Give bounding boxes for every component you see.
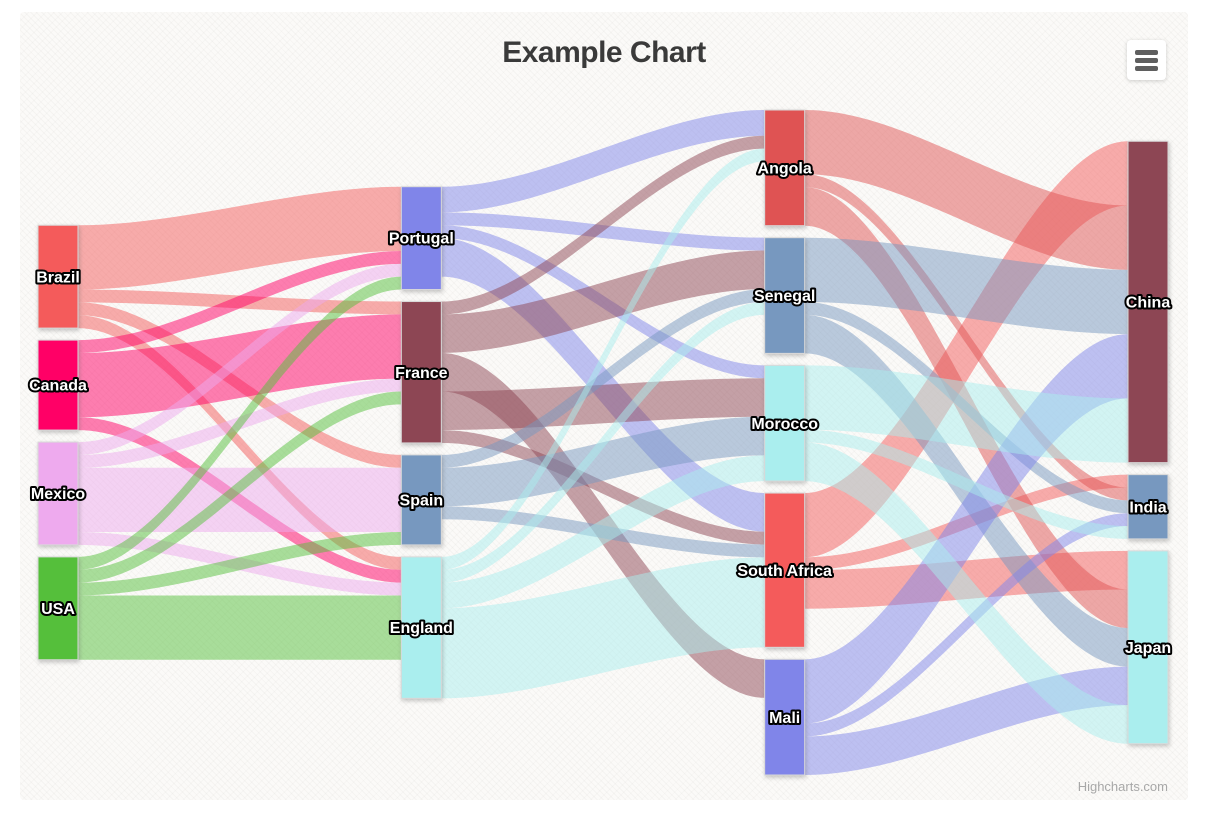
node-label-usa: USA [41,601,75,618]
node-canada[interactable] [37,339,79,431]
node-label-spain: Spain [400,493,444,510]
link-spain-senegal[interactable] [441,289,765,468]
node-portugal[interactable] [400,186,442,291]
sankey-nodes [37,109,1169,776]
node-mali[interactable] [764,658,806,776]
link-mali-india[interactable] [804,513,1128,737]
link-england-morocco[interactable] [441,455,765,609]
node-spain[interactable] [400,454,442,546]
link-england-senegal[interactable] [441,301,765,583]
link-brazil-portugal[interactable] [78,186,402,290]
node-angola[interactable] [764,109,806,227]
link-morocco-india[interactable] [804,429,1128,539]
hamburger-icon [1135,49,1158,71]
node-senegal[interactable] [764,237,806,354]
node-label-angola: Angola [758,160,812,177]
node-south-africa[interactable] [764,492,806,648]
link-morocco-china[interactable] [804,365,1128,463]
node-label-england: England [390,620,453,637]
node-label-morocco: Morocco [751,416,818,433]
node-label-india: India [1129,499,1166,516]
link-france-south-africa[interactable] [441,430,765,545]
node-label-south-africa: South Africa [737,563,832,580]
node-label-france: France [395,365,448,382]
link-france-morocco[interactable] [441,378,765,431]
node-label-brazil: Brazil [36,269,80,286]
node-label-mali: Mali [769,710,800,727]
link-usa-france[interactable] [78,391,402,583]
chart-title: Example Chart [502,36,706,69]
link-spain-morocco[interactable] [441,416,765,507]
link-angola-china[interactable] [804,110,1128,270]
node-label-mexico: Mexico [31,486,85,503]
link-canada-portugal[interactable] [78,250,402,353]
node-label-senegal: Senegal [754,288,815,305]
node-england[interactable] [400,556,442,699]
node-india[interactable] [1127,474,1169,540]
node-japan[interactable] [1127,550,1169,745]
link-usa-england[interactable] [78,595,402,660]
link-mexico-portugal[interactable] [78,263,402,455]
hamburger-bar [1135,49,1158,55]
credits-link[interactable]: Highcharts.com [1077,779,1168,794]
hamburger-bar [1135,57,1158,63]
link-brazil-england[interactable] [78,315,402,570]
sankey-links [78,110,1128,775]
link-mexico-spain[interactable] [78,467,402,533]
node-label-china: China [1126,295,1171,312]
link-france-angola[interactable] [441,135,765,315]
node-label-portugal: Portugal [389,231,454,248]
link-angola-india[interactable] [804,174,1128,501]
node-label-canada: Canada [29,378,87,395]
hamburger-bar [1135,65,1158,71]
link-england-south-africa[interactable] [441,557,765,699]
link-portugal-angola[interactable] [441,110,765,213]
node-usa[interactable] [37,556,79,661]
node-morocco[interactable] [764,364,806,482]
link-senegal-china[interactable] [804,237,1128,335]
link-morocco-japan[interactable] [804,442,1128,744]
node-brazil[interactable] [37,224,79,329]
link-usa-portugal[interactable] [78,276,402,570]
link-usa-spain[interactable] [78,532,402,596]
link-england-angola[interactable] [441,148,765,570]
link-portugal-senegal[interactable] [441,212,765,251]
context-menu-button[interactable] [1127,40,1166,80]
node-china[interactable] [1127,140,1169,464]
node-france[interactable] [400,301,442,444]
link-france-senegal[interactable] [441,250,765,353]
node-label-japan: Japan [1125,640,1171,657]
node-mexico[interactable] [37,441,79,546]
